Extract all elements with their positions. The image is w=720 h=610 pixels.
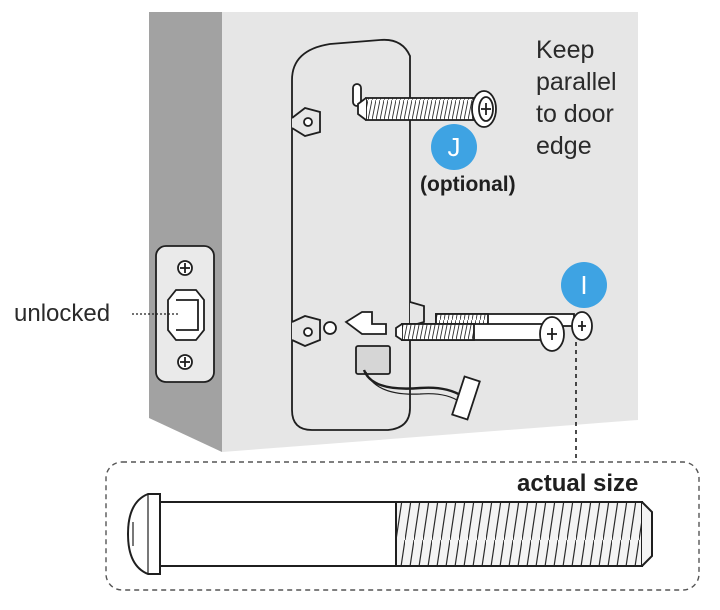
unlocked-label: unlocked xyxy=(14,300,111,327)
instruction-line: parallel xyxy=(536,68,617,96)
instruction-line: edge xyxy=(536,132,592,160)
spindle-hole xyxy=(323,321,337,335)
connector xyxy=(451,375,481,421)
latch-bolt xyxy=(167,289,205,341)
screw-i-badge: I xyxy=(561,262,607,308)
actual-size-label: actual size xyxy=(517,470,639,497)
parallel-instruction: Keep parallel to door edge xyxy=(536,34,617,162)
instruction-line: Keep xyxy=(536,36,595,64)
optional-note: (optional) xyxy=(420,173,516,196)
door-edge xyxy=(149,12,222,452)
screw-j xyxy=(357,90,497,128)
screw-i-lower xyxy=(395,316,565,352)
actual-size-screw xyxy=(126,493,653,575)
cable xyxy=(362,369,481,421)
screw-i-upper xyxy=(435,311,593,341)
mounting-plate xyxy=(291,38,425,431)
actual-size-callout xyxy=(105,461,700,591)
cable-opening xyxy=(355,345,391,375)
screw-j-badge: J xyxy=(431,124,477,170)
instruction-line: to door xyxy=(536,100,614,128)
tailpiece xyxy=(344,311,387,335)
